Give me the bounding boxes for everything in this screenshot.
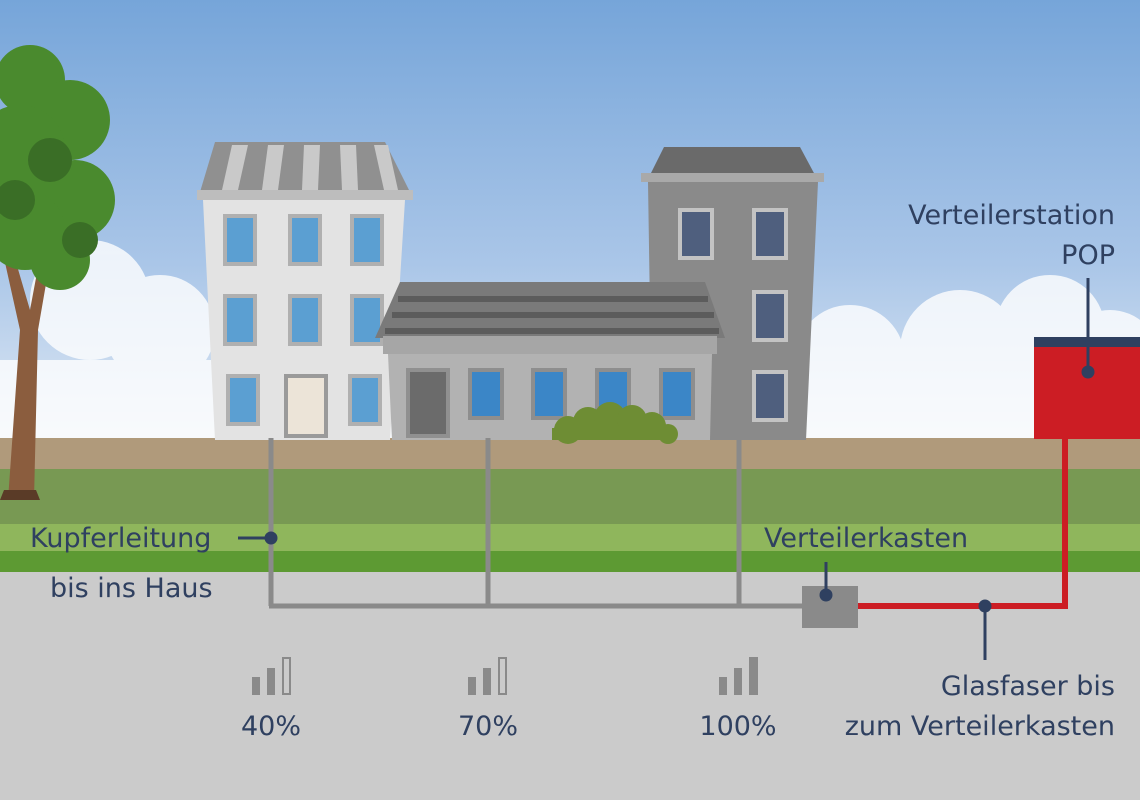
fiber-label-line1: Glasfaser bis xyxy=(940,671,1115,702)
copper-cable xyxy=(268,438,804,609)
grass-edge-layer xyxy=(0,551,1140,573)
tree xyxy=(0,45,115,500)
signal-label-70: 70% xyxy=(457,711,518,742)
fiber-label-line2: zum Verteilerkasten xyxy=(844,711,1115,742)
grass-dark-layer xyxy=(0,469,1140,525)
signal-icon-70 xyxy=(468,657,507,695)
building-left xyxy=(197,142,413,440)
copper-label-line1: Kupferleitung xyxy=(30,523,212,554)
callout-lines xyxy=(238,278,1095,660)
copper-label-line2: bis ins Haus xyxy=(50,573,213,604)
signal-icon-100 xyxy=(719,657,758,695)
signal-label-100: 100% xyxy=(699,711,777,742)
bush xyxy=(552,402,678,444)
building-middle xyxy=(375,282,725,440)
ground-layer xyxy=(0,572,1140,800)
fiber-cable xyxy=(858,436,1068,609)
pop-label-line1: Verteilerstation xyxy=(908,200,1115,231)
pop-label-line2: POP xyxy=(1061,240,1115,271)
signal-label-40: 40% xyxy=(240,711,301,742)
signal-icon-40 xyxy=(252,657,291,695)
grass-light-layer xyxy=(0,524,1140,552)
cabinet-label: Verteilerkasten xyxy=(764,523,969,554)
